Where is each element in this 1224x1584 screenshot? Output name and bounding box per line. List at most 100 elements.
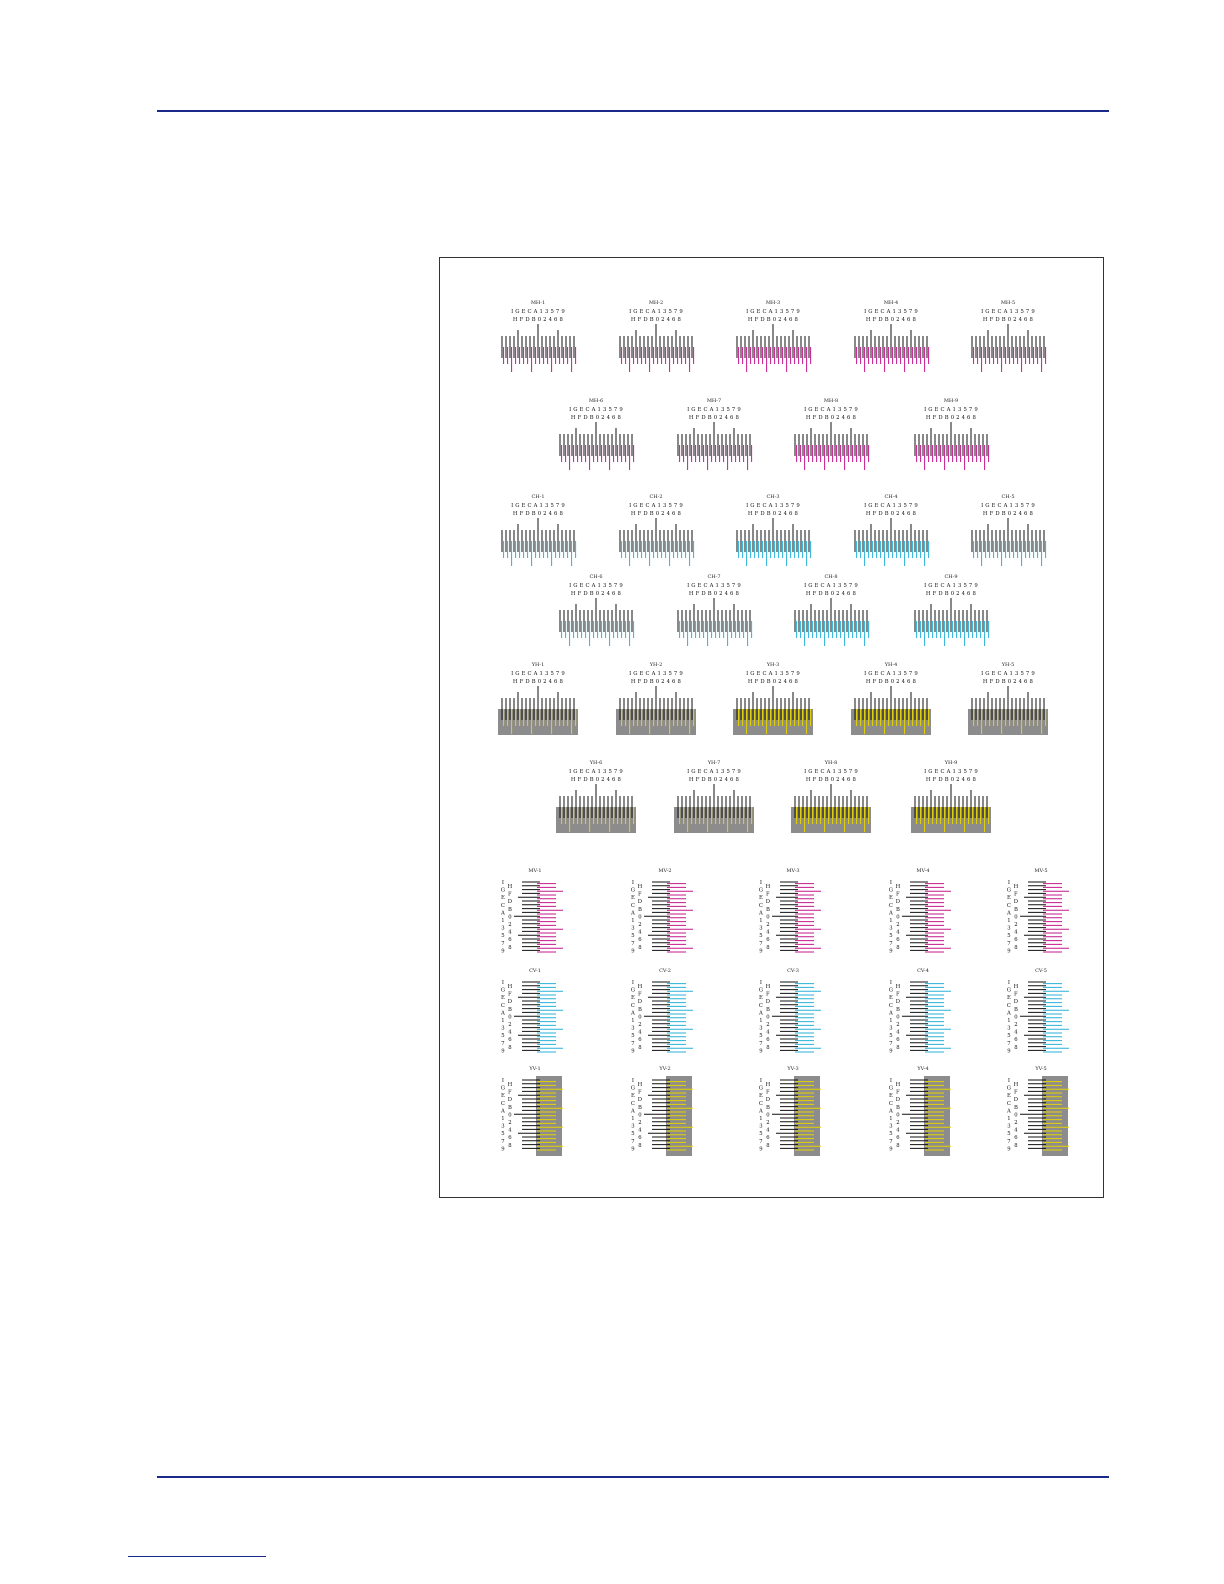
scale-col-left: G	[889, 888, 893, 894]
scale-row-top: I G E C A 1 3 5 7 9	[864, 309, 918, 315]
pattern-title: YH-2	[649, 662, 663, 668]
scale-col-left: G	[1007, 1086, 1011, 1092]
scale-col-left: G	[889, 1086, 893, 1092]
scale-col-right: 8	[1014, 1143, 1018, 1149]
scale-row-top: I G E C A 1 3 5 7 9	[569, 769, 623, 775]
footer-rule	[157, 1476, 1109, 1478]
scale-col-left: C	[501, 1003, 505, 1009]
scale-col-left: 5	[889, 1033, 893, 1039]
scale-col-right: D	[508, 899, 512, 905]
scale-col-right: 6	[766, 1135, 770, 1141]
scale-col-left: E	[501, 895, 505, 901]
scale-col-left: 7	[759, 1041, 763, 1047]
scale-col-right: 6	[1014, 1135, 1018, 1141]
scale-row-bottom: H F D B 0 2 4 6 8	[748, 511, 799, 517]
scale-row-top: I G E C A 1 3 5 7 9	[629, 309, 683, 315]
scale-row-bottom: H F D B 0 2 4 6 8	[866, 679, 917, 685]
scale-col-left: 7	[759, 941, 763, 947]
scale-col-right: F	[896, 892, 900, 898]
pattern-title: MH-8	[824, 398, 838, 404]
scale-col-left: G	[759, 1086, 763, 1092]
scale-col-right: H	[638, 984, 643, 990]
scale-col-right: F	[638, 1090, 642, 1096]
scale-col-left: G	[631, 1086, 635, 1092]
scale-col-right: D	[766, 899, 770, 905]
scale-col-left: 5	[1007, 1033, 1011, 1039]
pattern-title: YH-1	[531, 662, 545, 668]
scale-col-left: G	[889, 988, 893, 994]
scale-col-left: A	[500, 1010, 505, 1016]
scale-col-right: D	[1014, 999, 1018, 1005]
scale-col-left: 3	[889, 1026, 893, 1032]
pattern-mh-4: MH-4I G E C A 1 3 5 7 9H F D B 0 2 4 6 8	[854, 300, 930, 372]
scale-col-left: 5	[631, 1033, 635, 1039]
scale-col-right: 4	[766, 1030, 770, 1036]
scale-col-right: F	[508, 1090, 512, 1096]
scale-row-top: I G E C A 1 3 5 7 9	[924, 583, 978, 589]
scale-col-right: H	[508, 884, 513, 890]
scale-row-top: I G E C A 1 3 5 7 9	[981, 503, 1035, 509]
scale-row-top: I G E C A 1 3 5 7 9	[746, 503, 800, 509]
scale-col-left: E	[501, 1093, 505, 1099]
scale-col-right: F	[896, 1090, 900, 1096]
scale-col-right: 0	[896, 914, 900, 920]
scale-col-left: C	[759, 1101, 763, 1107]
scale-col-right: 4	[896, 1030, 900, 1036]
pattern-title: CH-9	[944, 574, 957, 580]
scale-col-left: 7	[1007, 1041, 1011, 1047]
scale-row-bottom: H F D B 0 2 4 6 8	[571, 591, 622, 597]
scale-col-left: E	[501, 995, 505, 1001]
scale-col-right: D	[766, 1097, 770, 1103]
scale-row-top: I G E C A 1 3 5 7 9	[569, 583, 623, 589]
scale-row-bottom: H F D B 0 2 4 6 8	[513, 679, 564, 685]
pattern-mh-9: MH-9I G E C A 1 3 5 7 9H F D B 0 2 4 6 8	[914, 398, 990, 470]
scale-col-left: 9	[501, 948, 505, 954]
scale-col-right: B	[896, 1007, 900, 1013]
scale-col-left: E	[1007, 995, 1011, 1001]
scale-col-left: 9	[759, 1048, 763, 1054]
pattern-title: CH-8	[824, 574, 837, 580]
scale-col-right: B	[638, 1105, 642, 1111]
scale-col-right: 0	[508, 1014, 512, 1020]
scale-col-left: 1	[501, 918, 505, 924]
scale-col-left: 9	[1007, 948, 1011, 954]
scale-row-bottom: H F D B 0 2 4 6 8	[806, 777, 857, 783]
scale-col-left: 3	[759, 1026, 763, 1032]
scale-col-right: H	[1014, 884, 1019, 890]
scale-row-bottom: H F D B 0 2 4 6 8	[983, 317, 1034, 323]
scale-col-left: G	[631, 888, 635, 894]
scale-col-left: 3	[1007, 1026, 1011, 1032]
scale-col-left: 1	[1007, 918, 1011, 924]
scale-row-bottom: H F D B 0 2 4 6 8	[513, 511, 564, 517]
scale-col-right: 0	[896, 1014, 900, 1020]
scale-col-left: 7	[501, 1041, 505, 1047]
scale-col-left: 9	[1007, 1146, 1011, 1152]
pattern-yh-4: YH-4I G E C A 1 3 5 7 9H F D B 0 2 4 6 8	[851, 662, 931, 735]
scale-col-left: 1	[889, 1116, 893, 1122]
scale-col-right: 4	[766, 1128, 770, 1134]
scale-row-bottom: H F D B 0 2 4 6 8	[513, 317, 564, 323]
scale-col-left: C	[631, 1101, 635, 1107]
scale-col-right: H	[638, 884, 643, 890]
pattern-title: MH-7	[707, 398, 721, 404]
scale-col-right: 4	[638, 930, 642, 936]
scale-col-right: F	[766, 892, 770, 898]
scale-col-right: F	[1014, 992, 1018, 998]
scale-row-top: I G E C A 1 3 5 7 9	[511, 671, 565, 677]
scale-col-right: 4	[508, 930, 512, 936]
scale-col-right: 0	[766, 914, 770, 920]
scale-col-right: 6	[896, 937, 900, 943]
scale-row-top: I G E C A 1 3 5 7 9	[569, 407, 623, 413]
scale-col-left: 3	[889, 926, 893, 932]
pattern-title: MV-5	[1034, 868, 1047, 874]
scale-col-left: A	[888, 1108, 893, 1114]
scale-col-left: 9	[889, 948, 893, 954]
scale-col-right: 2	[508, 1022, 512, 1028]
scale-col-right: D	[638, 1097, 642, 1103]
scale-col-right: 4	[1014, 1128, 1018, 1134]
pattern-yh-6: YH-6I G E C A 1 3 5 7 9H F D B 0 2 4 6 8	[556, 760, 636, 833]
